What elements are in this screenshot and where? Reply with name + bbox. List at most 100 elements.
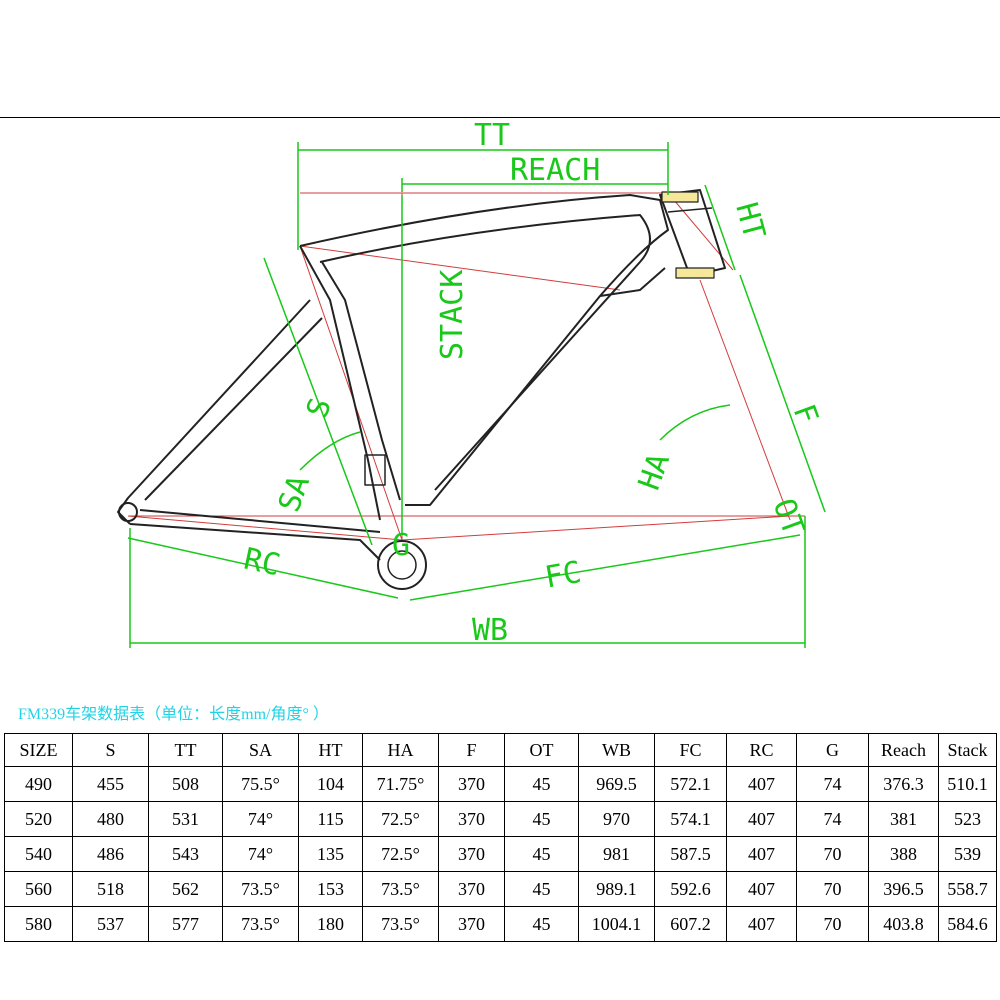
table-cell: 490 (4, 766, 73, 802)
table-cell: 72.5° (362, 801, 439, 837)
table-cell: 70 (796, 906, 869, 942)
table-cell: 537 (72, 906, 149, 942)
table-cell: 407 (726, 906, 797, 942)
table-cell: 135 (298, 836, 363, 872)
table-cell: 560 (4, 871, 73, 907)
tt-label: TT (474, 118, 510, 153)
top-divider (0, 117, 1000, 118)
rc-label: RC (241, 542, 284, 584)
wb-label: WB (472, 613, 508, 648)
table-cell: 180 (298, 906, 363, 942)
table-cell: 370 (438, 836, 505, 872)
table-row: 540 486 543 74° 135 72.5° 370 45 981 587… (4, 836, 997, 872)
top-band (0, 0, 1000, 108)
table-cell: 558.7 (938, 871, 997, 907)
table-cell: 403.8 (868, 906, 939, 942)
table-cell: 75.5° (222, 766, 299, 802)
g-label: G (392, 528, 410, 563)
sa-label: SA (272, 471, 317, 517)
table-cell: 73.5° (222, 871, 299, 907)
header-cell: TT (148, 733, 223, 767)
table-cell: 407 (726, 836, 797, 872)
header-cell: RC (726, 733, 797, 767)
header-cell: F (438, 733, 505, 767)
header-cell: WB (578, 733, 655, 767)
table-cell: 531 (148, 801, 223, 837)
table-cell: 74° (222, 801, 299, 837)
table-cell: 153 (298, 871, 363, 907)
header-cell: G (796, 733, 869, 767)
table-cell: 45 (504, 766, 579, 802)
table-cell: 74° (222, 836, 299, 872)
stack-label: STACK (435, 270, 470, 360)
table-cell: 574.1 (654, 801, 727, 837)
header-cell: Stack (938, 733, 997, 767)
table-cell: 104 (298, 766, 363, 802)
table-cell: 74 (796, 766, 869, 802)
table-cell: 562 (148, 871, 223, 907)
table-title: FM339车架数据表（单位：长度mm/角度° ） (18, 706, 329, 723)
table-cell: 587.5 (654, 836, 727, 872)
table-cell: 388 (868, 836, 939, 872)
table-header: SIZE S TT SA HT HA F OT WB FC RC G Reach… (4, 733, 997, 767)
table-cell: 486 (72, 836, 149, 872)
header-cell: OT (504, 733, 579, 767)
bike-frame (117, 189, 726, 590)
table-cell: 45 (504, 836, 579, 872)
table-row: 490 455 508 75.5° 104 71.75° 370 45 969.… (4, 766, 997, 802)
table-cell: 520 (4, 801, 73, 837)
header-cell: HA (362, 733, 439, 767)
table-cell: 539 (938, 836, 997, 872)
table-cell: 73.5° (362, 871, 439, 907)
table-cell: 510.1 (938, 766, 997, 802)
table-cell: 572.1 (654, 766, 727, 802)
table-cell: 72.5° (362, 836, 439, 872)
guide-lines (127, 192, 805, 541)
s-label: S (300, 393, 339, 422)
table-cell: 370 (438, 871, 505, 907)
table-cell: 74 (796, 801, 869, 837)
table-cell: 73.5° (222, 906, 299, 942)
table-cell: 407 (726, 871, 797, 907)
dimension-lines (127, 142, 826, 648)
table-cell: 370 (438, 906, 505, 942)
header-cell: HT (298, 733, 363, 767)
header-cell: S (72, 733, 149, 767)
fc-label: FC (542, 555, 584, 596)
table-cell: 970 (578, 801, 655, 837)
table-cell: 376.3 (868, 766, 939, 802)
header-cell: SA (222, 733, 299, 767)
table-cell: 607.2 (654, 906, 727, 942)
ot-label: OT (766, 494, 811, 540)
table-cell: 969.5 (578, 766, 655, 802)
table-cell: 518 (72, 871, 149, 907)
table-cell: 540 (4, 836, 73, 872)
table-cell: 523 (938, 801, 997, 837)
table-cell: 73.5° (362, 906, 439, 942)
header-cell: SIZE (4, 733, 73, 767)
table-row: 520 480 531 74° 115 72.5° 370 45 970 574… (4, 801, 997, 837)
table-cell: 577 (148, 906, 223, 942)
table-cell: 407 (726, 801, 797, 837)
table-cell: 1004.1 (578, 906, 655, 942)
table-cell: 370 (438, 801, 505, 837)
table-cell: 70 (796, 871, 869, 907)
ht-label: HT (728, 199, 771, 243)
table-row: 580 537 577 73.5° 180 73.5° 370 45 1004.… (4, 906, 997, 942)
f-label: F (786, 400, 825, 429)
table-cell: 981 (578, 836, 655, 872)
table-cell: 45 (504, 801, 579, 837)
table-cell: 580 (4, 906, 73, 942)
geometry-table: SIZE S TT SA HT HA F OT WB FC RC G Reach… (4, 733, 997, 942)
table-cell: 989.1 (578, 871, 655, 907)
table-cell: 370 (438, 766, 505, 802)
table-cell: 71.75° (362, 766, 439, 802)
frame-geometry-diagram: TT REACH HT STACK S SA HA F OT RC FC WB … (117, 118, 826, 648)
table-cell: 455 (72, 766, 149, 802)
table-cell: 480 (72, 801, 149, 837)
table-cell: 396.5 (868, 871, 939, 907)
table-row: 560 518 562 73.5° 153 73.5° 370 45 989.1… (4, 871, 997, 907)
table-cell: 45 (504, 871, 579, 907)
reach-label: REACH (510, 153, 600, 188)
table-cell: 584.6 (938, 906, 997, 942)
